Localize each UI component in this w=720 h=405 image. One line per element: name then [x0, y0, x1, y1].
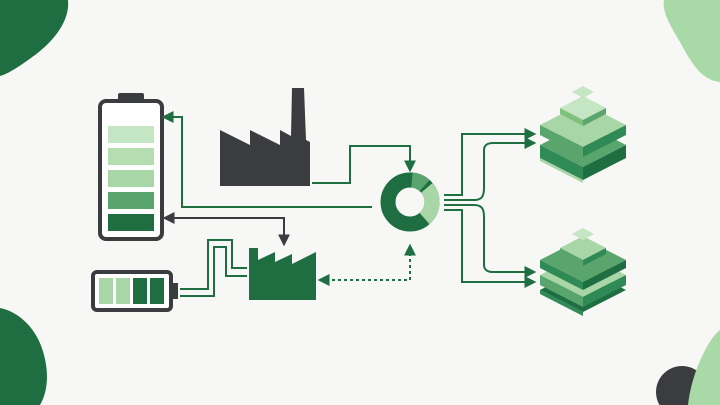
corner-blob-top-right [663, 0, 720, 82]
connector-ring-to-top-stack-a [444, 128, 537, 196]
corner-blob-bottom-left [0, 308, 47, 405]
corner-blob-top-left [0, 0, 69, 76]
connector-ring-to-bottom-stack-a [444, 204, 537, 278]
green-block-stack-bottom-icon [540, 228, 626, 316]
connector-green-factory-to-ring-dotted [317, 243, 416, 286]
donut-ring-icon [380, 172, 440, 232]
connector-ring-to-bottom-stack-b [444, 209, 537, 288]
green-block-stack-top-icon [540, 86, 626, 183]
connector-small-battery-to-green-factory-lower [180, 246, 247, 297]
connector-grey-factory-to-ring [312, 145, 416, 184]
connector-large-battery-to-green-factory [162, 212, 290, 247]
connector-ring-to-top-stack-b [444, 137, 537, 201]
large-battery-icon [98, 93, 164, 241]
connector-small-battery-to-green-factory [180, 239, 247, 290]
corner-blob-bottom-right-light [688, 330, 720, 405]
green-factory-icon [249, 248, 316, 300]
connector-ring-to-large-battery [161, 111, 372, 208]
grey-factory-icon [220, 88, 310, 186]
small-battery-icon [91, 270, 178, 312]
